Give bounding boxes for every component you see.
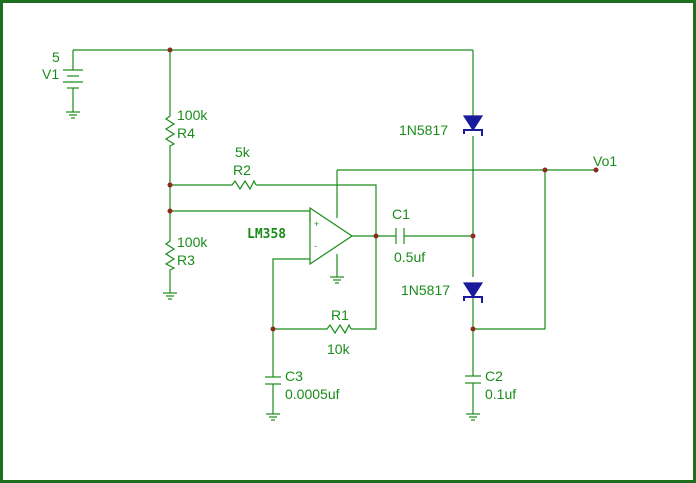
diode-d1-symbol bbox=[462, 115, 484, 136]
resistor-r4-symbol bbox=[164, 112, 176, 148]
c1-name-label: C1 bbox=[392, 206, 410, 222]
output-terminal bbox=[593, 167, 599, 173]
node-dot bbox=[373, 233, 379, 239]
r3-value-label: 100k bbox=[177, 234, 208, 250]
ground-opamp bbox=[330, 276, 344, 284]
resistor-r1-symbol bbox=[323, 323, 352, 335]
node-dot bbox=[542, 167, 548, 173]
capacitor-c3-symbol bbox=[265, 376, 281, 385]
ground-c2 bbox=[466, 413, 480, 421]
diode-d2-symbol bbox=[462, 282, 484, 303]
node-dot bbox=[470, 326, 476, 332]
wires bbox=[72, 49, 596, 414]
opamp-lm358-symbol bbox=[309, 206, 354, 266]
node-dot bbox=[167, 182, 173, 188]
wire-r2-right bbox=[256, 184, 377, 236]
c3-name-label: C3 bbox=[285, 368, 303, 384]
node-dot bbox=[470, 233, 476, 239]
v1-name-label: V1 bbox=[42, 66, 59, 82]
c3-value-label: 0.0005uf bbox=[285, 386, 340, 402]
r1-value-label: 10k bbox=[327, 341, 351, 357]
ground-v1 bbox=[66, 111, 80, 119]
c2-value-label: 0.1uf bbox=[485, 386, 516, 402]
wire-plus-input bbox=[170, 210, 311, 222]
opamp-minus-pin: - bbox=[314, 241, 317, 251]
node-dot bbox=[167, 208, 173, 214]
wire-minus-input bbox=[272, 258, 310, 329]
d2-name-label: 1N5817 bbox=[401, 282, 450, 298]
r2-value-label: 5k bbox=[235, 144, 251, 160]
schematic-svg: + - 5 V1 100k R4 5k R2 100k R3 LM358 C1 … bbox=[42, 47, 617, 421]
ground-c3 bbox=[266, 413, 280, 421]
resistor-r2-symbol bbox=[228, 179, 257, 191]
wire-out-loop bbox=[473, 170, 546, 330]
resistor-r3-symbol bbox=[164, 237, 176, 272]
output-label: Vo1 bbox=[593, 153, 617, 169]
junction-dots bbox=[167, 47, 599, 332]
r2-name-label: R2 bbox=[233, 162, 251, 178]
capacitor-c1-symbol bbox=[395, 228, 405, 244]
r3-name-label: R3 bbox=[177, 252, 195, 268]
node-dot bbox=[167, 47, 173, 53]
opamp-label: LM358 bbox=[247, 227, 286, 242]
capacitor-c2-symbol bbox=[465, 375, 481, 384]
opamp-plus-pin: + bbox=[314, 219, 319, 229]
battery-v1-symbol bbox=[63, 69, 83, 92]
ground-r3 bbox=[163, 292, 177, 300]
wire-r1-right bbox=[351, 236, 377, 330]
c1-value-label: 0.5uf bbox=[394, 249, 425, 265]
r4-name-label: R4 bbox=[177, 125, 195, 141]
c2-name-label: C2 bbox=[485, 368, 503, 384]
r4-value-label: 100k bbox=[177, 107, 208, 123]
r1-name-label: R1 bbox=[331, 307, 349, 323]
v1-value-label: 5 bbox=[52, 49, 60, 65]
node-dot bbox=[270, 326, 276, 332]
d1-name-label: 1N5817 bbox=[399, 122, 448, 138]
